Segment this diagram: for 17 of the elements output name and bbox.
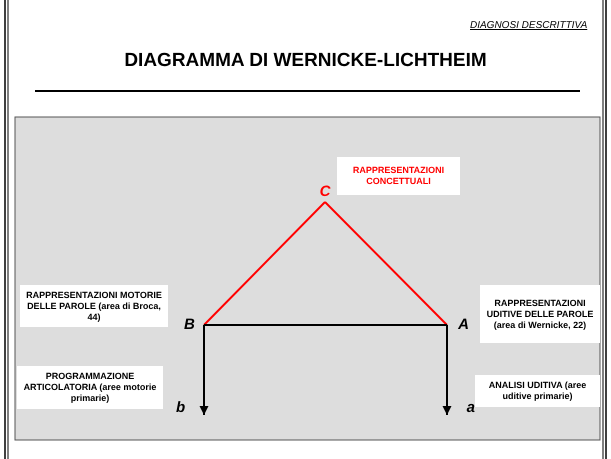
caption-box: ANALISI UDITIVA (aree uditive primarie) xyxy=(475,375,600,407)
arrow xyxy=(200,325,208,415)
title: DIAGRAMMA DI WERNICKE-LICHTHEIM xyxy=(123,50,488,72)
connector-line xyxy=(203,201,326,326)
arrow xyxy=(442,325,452,415)
connector-line xyxy=(324,201,448,326)
connector-line xyxy=(204,324,447,326)
node-letter: B xyxy=(184,317,204,333)
caption-box: RAPPRESENTAZIONI MOTORIE DELLE PAROLE (area di Broca, 44) xyxy=(20,285,168,327)
caption-box: RAPPRESENTAZIONI UDITIVE DELLE PAROLE (area di Wernicke, 22) xyxy=(480,285,600,343)
node-letter: a xyxy=(447,400,475,416)
caption-box: RAPPRESENTAZIONI CONCETTUALI xyxy=(337,157,460,195)
header-note: DIAGNOSI DESCRITTIVA xyxy=(470,20,588,31)
node-letter: A xyxy=(447,317,469,333)
caption-box: PROGRAMMAZIONE ARTICOLATORIA (aree motorie primarie) xyxy=(17,366,163,409)
node-letter: b xyxy=(176,400,204,416)
node-letter: C xyxy=(316,184,334,202)
